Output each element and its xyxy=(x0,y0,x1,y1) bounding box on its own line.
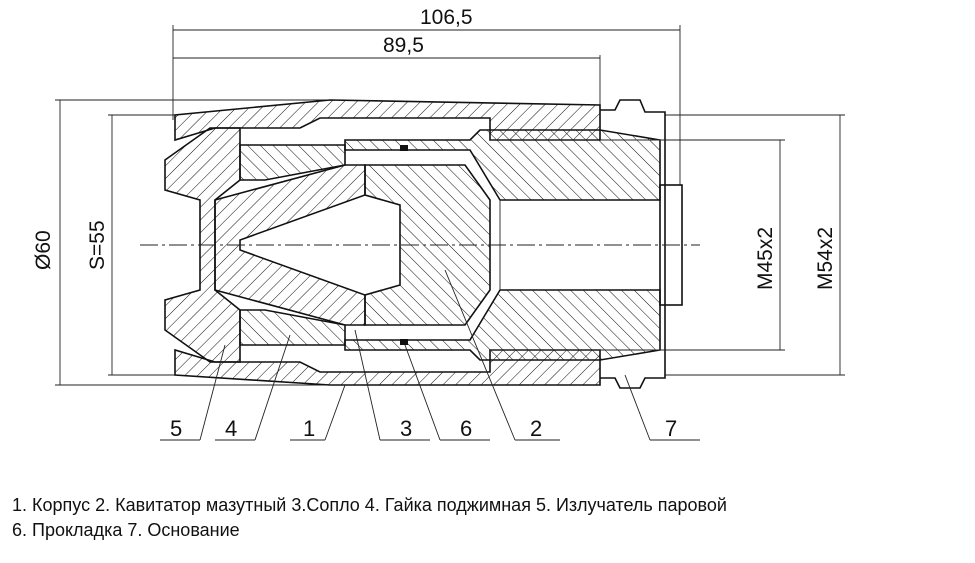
svg-text:4: 4 xyxy=(225,416,237,441)
dimension-diameter-60: Ø60 xyxy=(32,99,340,386)
svg-text:2: 2 xyxy=(530,416,542,441)
dimension-m54x2: M54x2 xyxy=(665,114,845,376)
part-nozzle xyxy=(214,164,366,326)
part-base xyxy=(344,99,683,389)
svg-text:6: 6 xyxy=(460,416,472,441)
svg-text:3: 3 xyxy=(400,416,412,441)
svg-text:Ø60: Ø60 xyxy=(32,230,55,270)
svg-text:M54x2: M54x2 xyxy=(814,227,837,290)
part-gasket xyxy=(400,145,408,345)
svg-text:S=55: S=55 xyxy=(86,220,109,270)
svg-text:89,5: 89,5 xyxy=(383,34,424,57)
caption-line-1: 1. Корпус 2. Кавитатор мазутный 3.Сопло … xyxy=(12,495,727,515)
svg-text:106,5: 106,5 xyxy=(420,6,473,29)
svg-text:5: 5 xyxy=(170,416,182,441)
dimension-s-55: S=55 xyxy=(86,114,175,376)
dimension-106-5: 106,5 xyxy=(172,6,681,185)
dimension-m45x2: M45x2 xyxy=(665,139,785,351)
dimension-89-5: 89,5 xyxy=(173,34,601,105)
part-clamping-nut xyxy=(239,144,346,346)
svg-text:7: 7 xyxy=(665,416,677,441)
part-labels: 5 4 1 3 6 2 7 xyxy=(160,269,700,441)
svg-text:M45x2: M45x2 xyxy=(754,227,777,290)
svg-text:1: 1 xyxy=(303,416,315,441)
caption-line-2: 6. Прокладка 7. Основание xyxy=(12,520,240,540)
